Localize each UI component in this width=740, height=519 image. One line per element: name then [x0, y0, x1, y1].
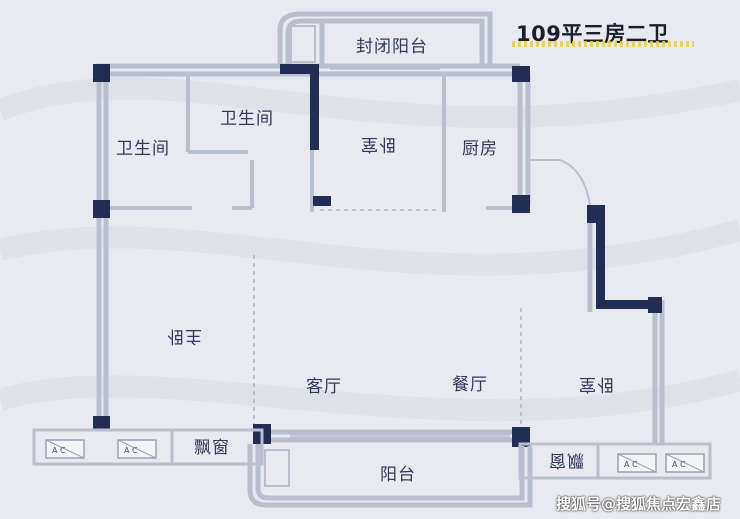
room-label-balcony: 阳台 — [380, 465, 416, 485]
background-waves — [0, 77, 740, 422]
room-label-bay-window: 飘窗 — [194, 438, 230, 458]
room-label-bedroom: 卧室 — [578, 374, 614, 399]
room-label-bathroom: 卫生间 — [116, 139, 170, 159]
bay-window-left — [32, 428, 264, 466]
bay-window-label-text: 飘窗 — [548, 450, 584, 470]
master-bedroom-label-text: 主卧 — [166, 326, 202, 346]
title-highlight — [512, 41, 694, 47]
windows — [290, 68, 510, 438]
balcony-walls — [247, 444, 533, 508]
bedroom-label-text: 卧室 — [360, 134, 396, 154]
outer-walls — [96, 63, 665, 445]
room-label-kitchen: 厨房 — [462, 139, 498, 159]
door-swing — [528, 159, 591, 207]
room-label-bedroom: 卧室 — [360, 134, 396, 159]
enclosed-balcony-walls — [277, 11, 493, 68]
ac-label: A C — [52, 446, 66, 455]
bedroom-label-text: 卧室 — [578, 374, 614, 394]
room-label-bay-window: 飘窗 — [548, 450, 584, 475]
balcony-sink — [264, 449, 290, 487]
interior-walls — [106, 74, 520, 212]
ac-unit: A C — [117, 439, 157, 459]
room-label-enclosed-balcony: 封闭阳台 — [356, 37, 428, 57]
enclosed-balcony-sink — [290, 25, 316, 63]
room-label-living-room: 客厅 — [306, 377, 342, 397]
ac-label: A C — [624, 460, 638, 469]
structural-pillars — [93, 64, 662, 447]
room-label-dining-room: 餐厅 — [452, 375, 488, 395]
dashed-divisions — [253, 209, 522, 428]
watermark: 搜狐号@搜狐焦点宏鑫店 — [556, 495, 722, 513]
room-label-master-bedroom: 主卧 — [166, 326, 202, 351]
room-label-bathroom: 卫生间 — [220, 109, 274, 129]
ac-unit: A C — [665, 453, 705, 473]
ac-unit: A C — [617, 453, 657, 473]
ac-label: A C — [124, 446, 138, 455]
ac-label: A C — [672, 460, 686, 469]
ac-unit: A C — [45, 439, 85, 459]
